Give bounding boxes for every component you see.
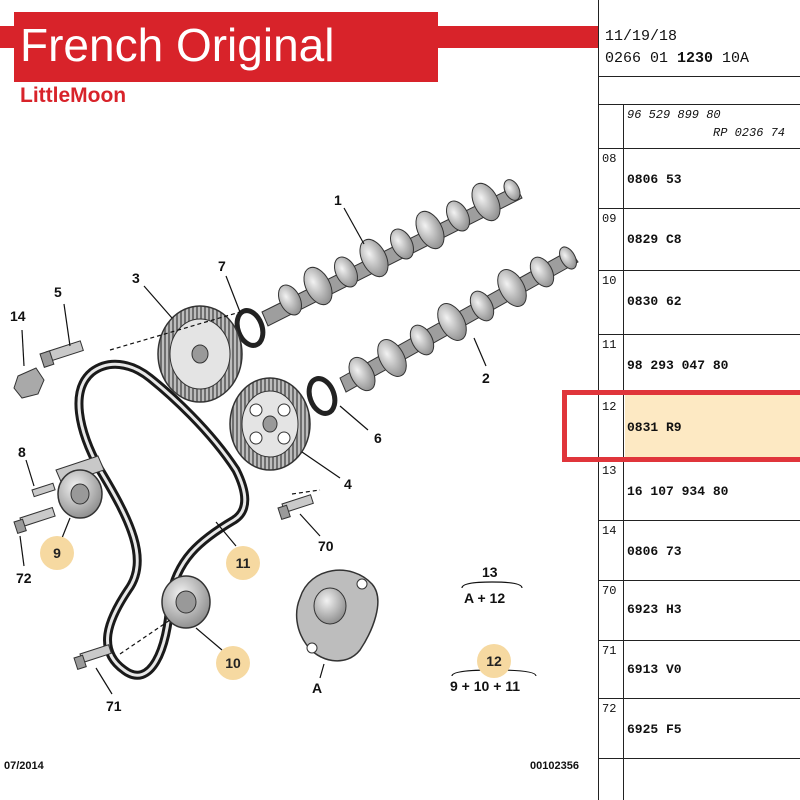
row-number: 13	[602, 464, 617, 478]
brace-13	[461, 581, 523, 589]
formula-13-expression: A + 12	[464, 590, 506, 606]
part-number: 6913 V0	[627, 662, 682, 677]
part-number: 0829 C8	[627, 232, 682, 247]
callout-8: 8	[18, 444, 26, 460]
brand-title: French Original	[20, 19, 335, 71]
part-number: 6923 H3	[627, 602, 682, 617]
table-divider	[599, 698, 800, 699]
table-column-divider	[623, 104, 624, 800]
row-number: 08	[602, 152, 617, 166]
brand-subtitle: LittleMoon	[20, 84, 127, 107]
callout-1: 1	[334, 192, 342, 208]
header-code-suffix: 10A	[713, 50, 750, 67]
idler-10	[161, 575, 211, 629]
callout-7: 7	[218, 258, 226, 274]
callout-3: 3	[132, 270, 140, 286]
table-divider	[599, 758, 800, 759]
table-divider	[599, 580, 800, 581]
footer-date: 07/2014	[4, 760, 44, 772]
table-header-date: 11/19/18	[605, 28, 678, 45]
tensioner-9	[55, 455, 105, 519]
row-12-highlight	[625, 394, 800, 460]
header-code-prefix: 0266 01	[605, 50, 678, 67]
row-number: 11	[602, 338, 617, 352]
sprocket-3	[157, 305, 243, 403]
callout-6: 6	[374, 430, 382, 446]
footer-reference: 00102356	[530, 760, 579, 772]
row-number: 14	[602, 524, 617, 538]
header-code-bold: 1230	[677, 50, 714, 67]
leader-lines	[19, 207, 487, 695]
callout-71: 71	[106, 698, 122, 714]
sprocket-4	[229, 377, 311, 471]
callout-14: 14	[10, 308, 26, 324]
callout-70: 70	[318, 538, 334, 554]
callout-a: A	[312, 680, 323, 696]
part-number-selected: 0831 R9	[627, 420, 682, 435]
badge-11: 11	[226, 546, 260, 580]
seal-7	[234, 308, 266, 348]
callout-4: 4	[344, 476, 352, 492]
formula-12-expression: 9 + 10 + 11	[450, 678, 521, 694]
exploded-diagram: French Original LittleMoon 1 2 3 4 5 6 7…	[0, 12, 598, 772]
row-number: 71	[602, 644, 617, 658]
part-number: 6925 F5	[627, 722, 682, 737]
table-header-code: 0266 01 1230 10A	[605, 50, 749, 67]
table-divider	[599, 208, 800, 209]
reference-line-2: RP 0236 74	[713, 126, 786, 140]
seal-6	[306, 376, 338, 416]
table-divider	[599, 334, 800, 335]
row-number: 70	[602, 584, 617, 598]
row-number: 10	[602, 274, 617, 288]
table-divider	[599, 520, 800, 521]
reference-line-1: 96 529 899 80	[627, 108, 721, 122]
water-pump-a	[295, 569, 379, 662]
table-divider	[599, 76, 800, 77]
row-number: 12	[602, 400, 617, 414]
part-number: 0806 53	[627, 172, 682, 187]
part-number: 0806 73	[627, 544, 682, 559]
callout-5: 5	[54, 284, 62, 300]
part-number: 0830 62	[627, 294, 682, 309]
bolts	[13, 340, 314, 671]
formula-13-number: 13	[482, 564, 498, 580]
table-divider	[599, 104, 800, 105]
row-number: 72	[602, 702, 617, 716]
selection-highlight-box	[562, 390, 800, 462]
table-divider	[599, 270, 800, 271]
timing-belt-drawing	[13, 179, 579, 695]
table-divider	[599, 148, 800, 149]
callout-2: 2	[482, 370, 490, 386]
row-number: 09	[602, 212, 617, 226]
badge-12: 12	[477, 644, 511, 678]
badge-10: 10	[216, 646, 250, 680]
part-number: 16 107 934 80	[627, 484, 729, 499]
part-number: 98 293 047 80	[627, 358, 729, 373]
table-divider	[599, 640, 800, 641]
parts-table: 11/19/18 0266 01 1230 10A 96 529 899 80 …	[598, 0, 800, 800]
callout-72: 72	[16, 570, 32, 586]
timing-belt-11	[74, 359, 250, 680]
brand-banner	[14, 12, 438, 82]
badge-9: 9	[40, 536, 74, 570]
camshaft-upper	[261, 179, 523, 327]
camshaft-lower	[339, 246, 579, 393]
